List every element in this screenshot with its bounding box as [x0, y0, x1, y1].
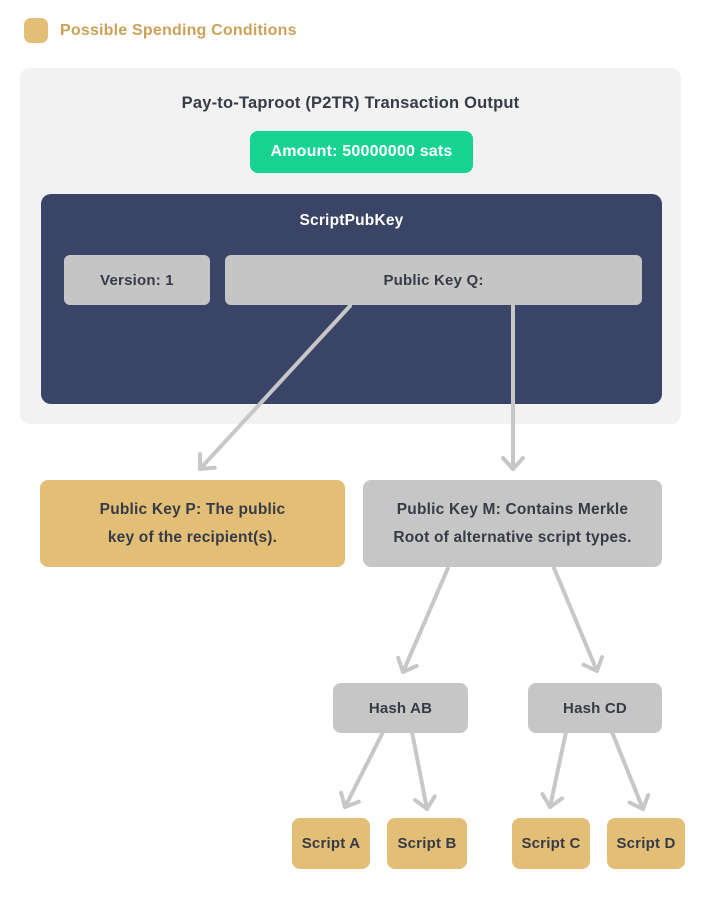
public-key-p-line2: key of the recipient(s).: [107, 528, 278, 546]
public-key-p-line1: Public Key P: The public: [99, 500, 286, 518]
scriptpubkey-panel: ScriptPubKey Version: 1 Public Key Q:: [41, 194, 662, 404]
script-c-node: Script C: [512, 818, 590, 869]
card-title: Pay-to-Taproot (P2TR) Transaction Output: [181, 94, 520, 112]
arrow-hash-cd-to-script-c: [540, 730, 568, 809]
public-key-m-node: Public Key M: Contains Merkle Root of al…: [363, 480, 662, 567]
script-b-node: Script B: [387, 818, 467, 869]
hash-cd-node: Hash CD: [528, 683, 662, 733]
spending-condition-swatch-icon: [24, 18, 48, 43]
version-field: Version: 1: [64, 255, 210, 305]
legend-label: Possible Spending Conditions: [60, 21, 297, 39]
amount-badge: Amount: 50000000 sats: [250, 131, 473, 173]
hash-ab-node: Hash AB: [333, 683, 468, 733]
arrow-hash-ab-to-script-a: [339, 730, 385, 809]
arrow-m-to-hash-cd: [552, 566, 604, 673]
script-d-node: Script D: [607, 818, 685, 869]
arrow-hash-ab-to-script-b: [410, 730, 437, 811]
arrow-m-to-hash-ab: [396, 566, 450, 674]
legend: Possible Spending Conditions: [24, 18, 297, 43]
public-key-m-line2: Root of alternative script types.: [393, 528, 632, 546]
scriptpubkey-title: ScriptPubKey: [299, 212, 404, 229]
arrow-hash-cd-to-script-d: [610, 730, 651, 811]
public-key-p-node: Public Key P: The public key of the reci…: [40, 480, 345, 567]
p2tr-output-card: Pay-to-Taproot (P2TR) Transaction Output…: [20, 68, 681, 424]
public-key-q-field: Public Key Q:: [225, 255, 642, 305]
public-key-m-line1: Public Key M: Contains Merkle: [396, 500, 629, 518]
script-a-node: Script A: [292, 818, 370, 869]
